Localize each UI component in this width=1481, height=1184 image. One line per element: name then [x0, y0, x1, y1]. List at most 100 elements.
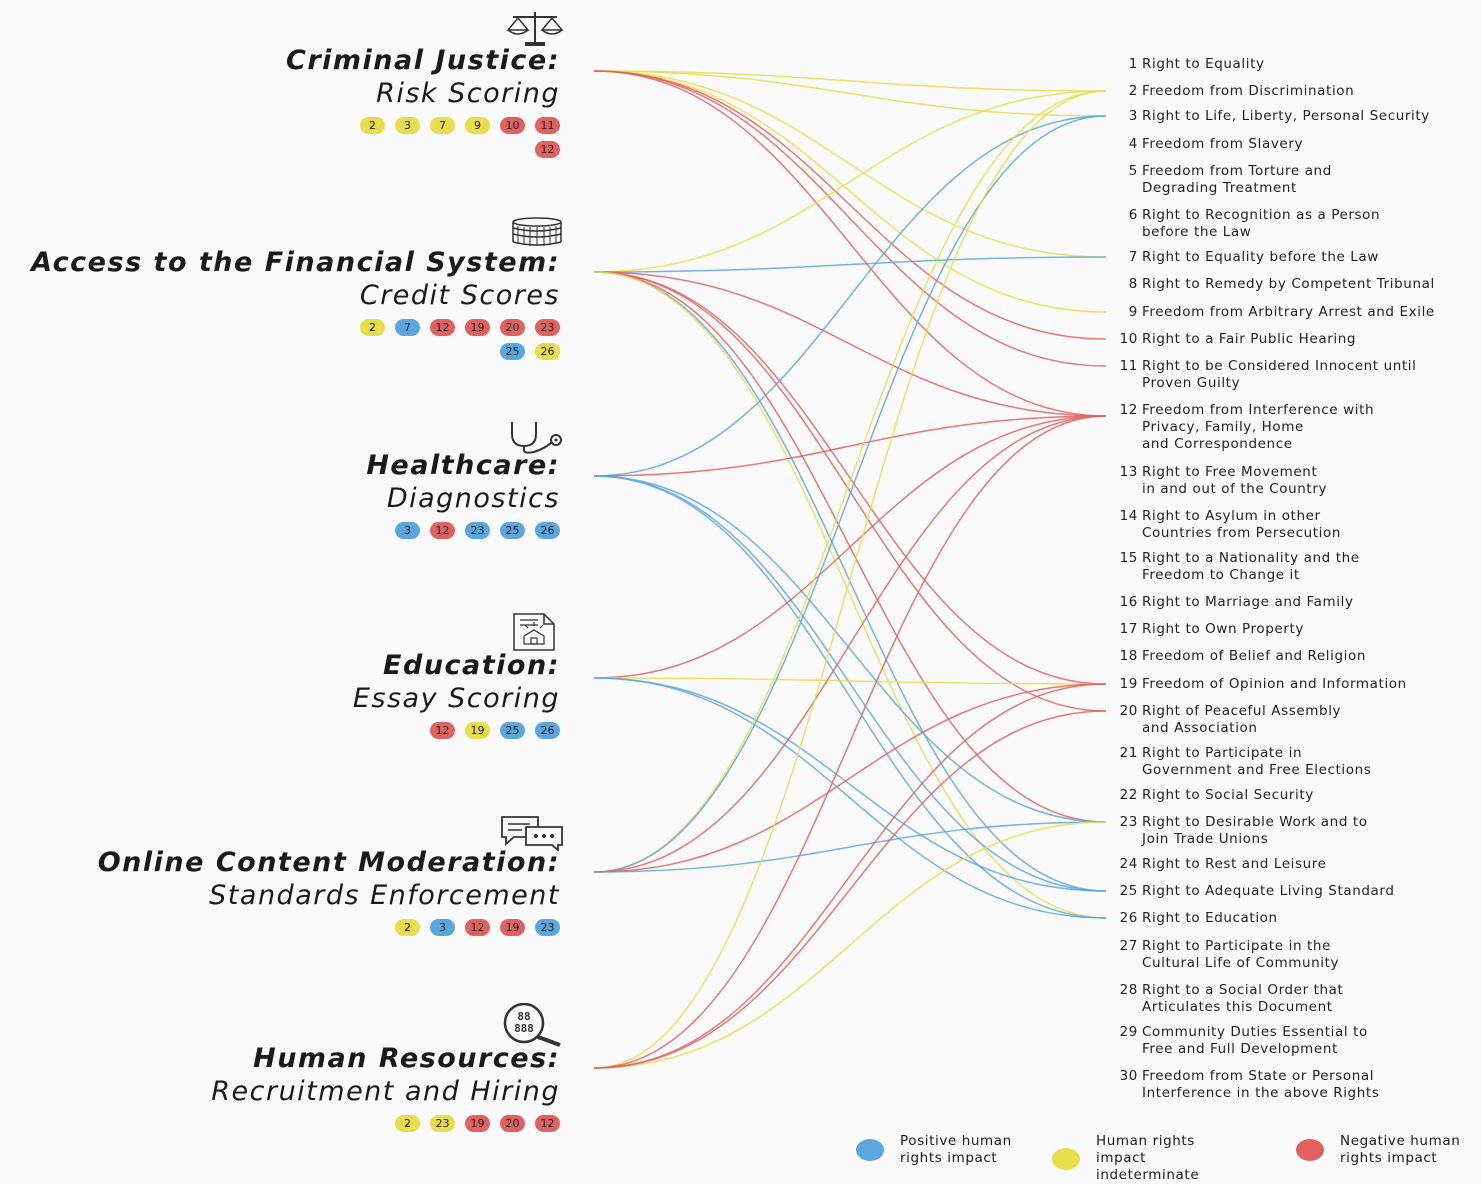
legend-swatch [1296, 1139, 1324, 1161]
impact-badge: 2 [360, 319, 385, 336]
connection-curve [593, 90, 1107, 273]
connection-curve [593, 271, 1107, 685]
right-label-line: Right to Own Property [1142, 621, 1304, 637]
right-label: Right to Own Property [1142, 621, 1304, 638]
right-label-line: Interference in the above Rights [1142, 1085, 1380, 1101]
connection-curve [593, 677, 1107, 919]
right-number: 6 [1128, 207, 1138, 223]
right-label-line: Cultural Life of Community [1142, 955, 1340, 971]
right-label-line: Right to Marriage and Family [1142, 594, 1354, 610]
impact-badge: 3 [430, 919, 455, 936]
right-number: 18 [1119, 648, 1138, 664]
impact-badge: 19 [465, 1115, 490, 1132]
connection-curve [593, 90, 1107, 1069]
impact-badge: 25 [500, 343, 525, 360]
right-label-line: Freedom from Slavery [1142, 136, 1304, 152]
right-number: 25 [1119, 883, 1138, 899]
connection-curve [593, 415, 1107, 679]
impact-badge: 23 [535, 919, 560, 936]
right-label-line: Freedom from Torture and [1142, 163, 1332, 179]
connection-curve [593, 70, 1107, 313]
impact-badge: 25 [500, 722, 525, 739]
right-number: 11 [1119, 358, 1138, 374]
impact-badge: 23 [465, 522, 490, 539]
right-number: 29 [1119, 1024, 1138, 1040]
impact-badge: 19 [500, 919, 525, 936]
right-number: 21 [1119, 745, 1138, 761]
right-number: 8 [1128, 276, 1138, 292]
connection-curve [593, 677, 1107, 892]
right-number: 4 [1128, 136, 1138, 152]
connection-curve [593, 415, 1107, 1069]
school-document-icon [510, 612, 558, 656]
impact-badge: 19 [465, 319, 490, 336]
right-number: 17 [1119, 621, 1138, 637]
right-number: 15 [1119, 550, 1138, 566]
right-label-line: Freedom from Interference with [1142, 402, 1375, 418]
right-label-line: Right to be Considered Innocent until [1142, 358, 1417, 374]
right-label-line: Right to a Nationality and the [1142, 550, 1360, 566]
right-label-line: Freedom from Discrimination [1142, 83, 1355, 99]
impact-badge: 12 [535, 1115, 560, 1132]
right-label: Right to Adequate Living Standard [1142, 883, 1395, 900]
right-label: Right to Marriage and Family [1142, 594, 1354, 611]
right-label: Right to Equality [1142, 56, 1265, 73]
connection-curve [593, 710, 1107, 1069]
impact-badge: 2 [395, 1115, 420, 1132]
category-title: Access to the Financial System: [31, 247, 560, 278]
impact-badge: 20 [500, 319, 525, 336]
right-label-line: Freedom of Belief and Religion [1142, 648, 1367, 664]
right-label-line: Right to a Social Order that [1142, 982, 1344, 998]
right-label: Freedom from Slavery [1142, 136, 1303, 153]
impact-badge: 19 [465, 722, 490, 739]
right-number: 3 [1128, 108, 1138, 124]
category-subtitle: Diagnostics [386, 483, 560, 514]
right-label-line: Freedom from Arbitrary Arrest and Exile [1142, 304, 1435, 320]
right-label-line: and Correspondence [1142, 436, 1293, 452]
right-label-line: Right to Desirable Work and to [1142, 814, 1368, 830]
connection-curve [593, 415, 1107, 873]
impact-badge: 12 [430, 722, 455, 739]
right-number: 7 [1128, 249, 1138, 265]
category-title: Education: [383, 650, 560, 681]
legend-swatch [856, 1139, 884, 1161]
category-subtitle: Risk Scoring [376, 78, 560, 109]
impact-badge: 9 [465, 117, 490, 134]
impact-badge: 25 [500, 522, 525, 539]
impact-badge: 23 [535, 319, 560, 336]
category-block: Access to the Financial System:Credit Sc… [0, 247, 560, 360]
connection-curve [593, 70, 1107, 117]
connection-curve [593, 256, 1107, 273]
connection-curve [593, 271, 1107, 712]
right-label-line: Free and Full Development [1142, 1041, 1338, 1057]
chat-bubbles-icon [500, 815, 564, 855]
connection-curve [593, 90, 1107, 873]
